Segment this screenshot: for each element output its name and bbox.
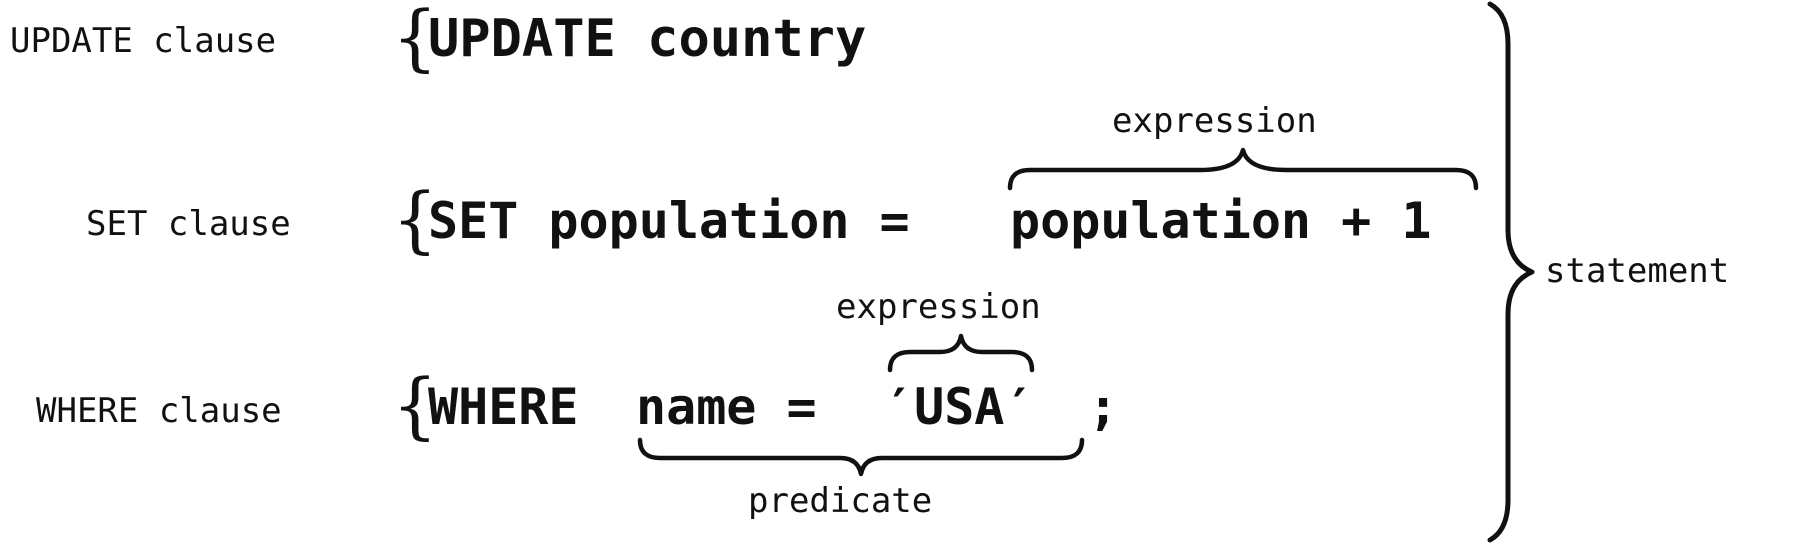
set-expression-text: population + 1 bbox=[1010, 192, 1431, 250]
set-expression-label: expression bbox=[1112, 101, 1317, 141]
set-clause-prefix: SET population = bbox=[428, 192, 910, 250]
where-predicate-lhs: name = bbox=[636, 378, 817, 436]
statement-label: statement bbox=[1545, 251, 1729, 291]
set-open-brace: { bbox=[392, 177, 438, 261]
set-expression-overbrace bbox=[1007, 147, 1479, 191]
where-clause-label: WHERE clause bbox=[36, 391, 282, 431]
where-literal-overbrace bbox=[887, 333, 1035, 373]
update-clause-label: UPDATE clause bbox=[10, 21, 276, 61]
where-predicate-label: predicate bbox=[748, 481, 932, 521]
statement-right-brace bbox=[1487, 1, 1535, 543]
where-predicate-underbrace bbox=[637, 437, 1085, 477]
where-keyword: WHERE bbox=[428, 378, 579, 436]
set-clause-label: SET clause bbox=[86, 204, 291, 244]
update-clause-code: UPDATE country bbox=[428, 9, 866, 69]
update-open-brace: { bbox=[392, 0, 438, 79]
where-literal-expression-label: expression bbox=[836, 287, 1041, 327]
where-open-brace: { bbox=[392, 363, 438, 447]
where-literal: ′USA′ bbox=[884, 378, 1035, 436]
where-terminator: ; bbox=[1088, 378, 1118, 436]
